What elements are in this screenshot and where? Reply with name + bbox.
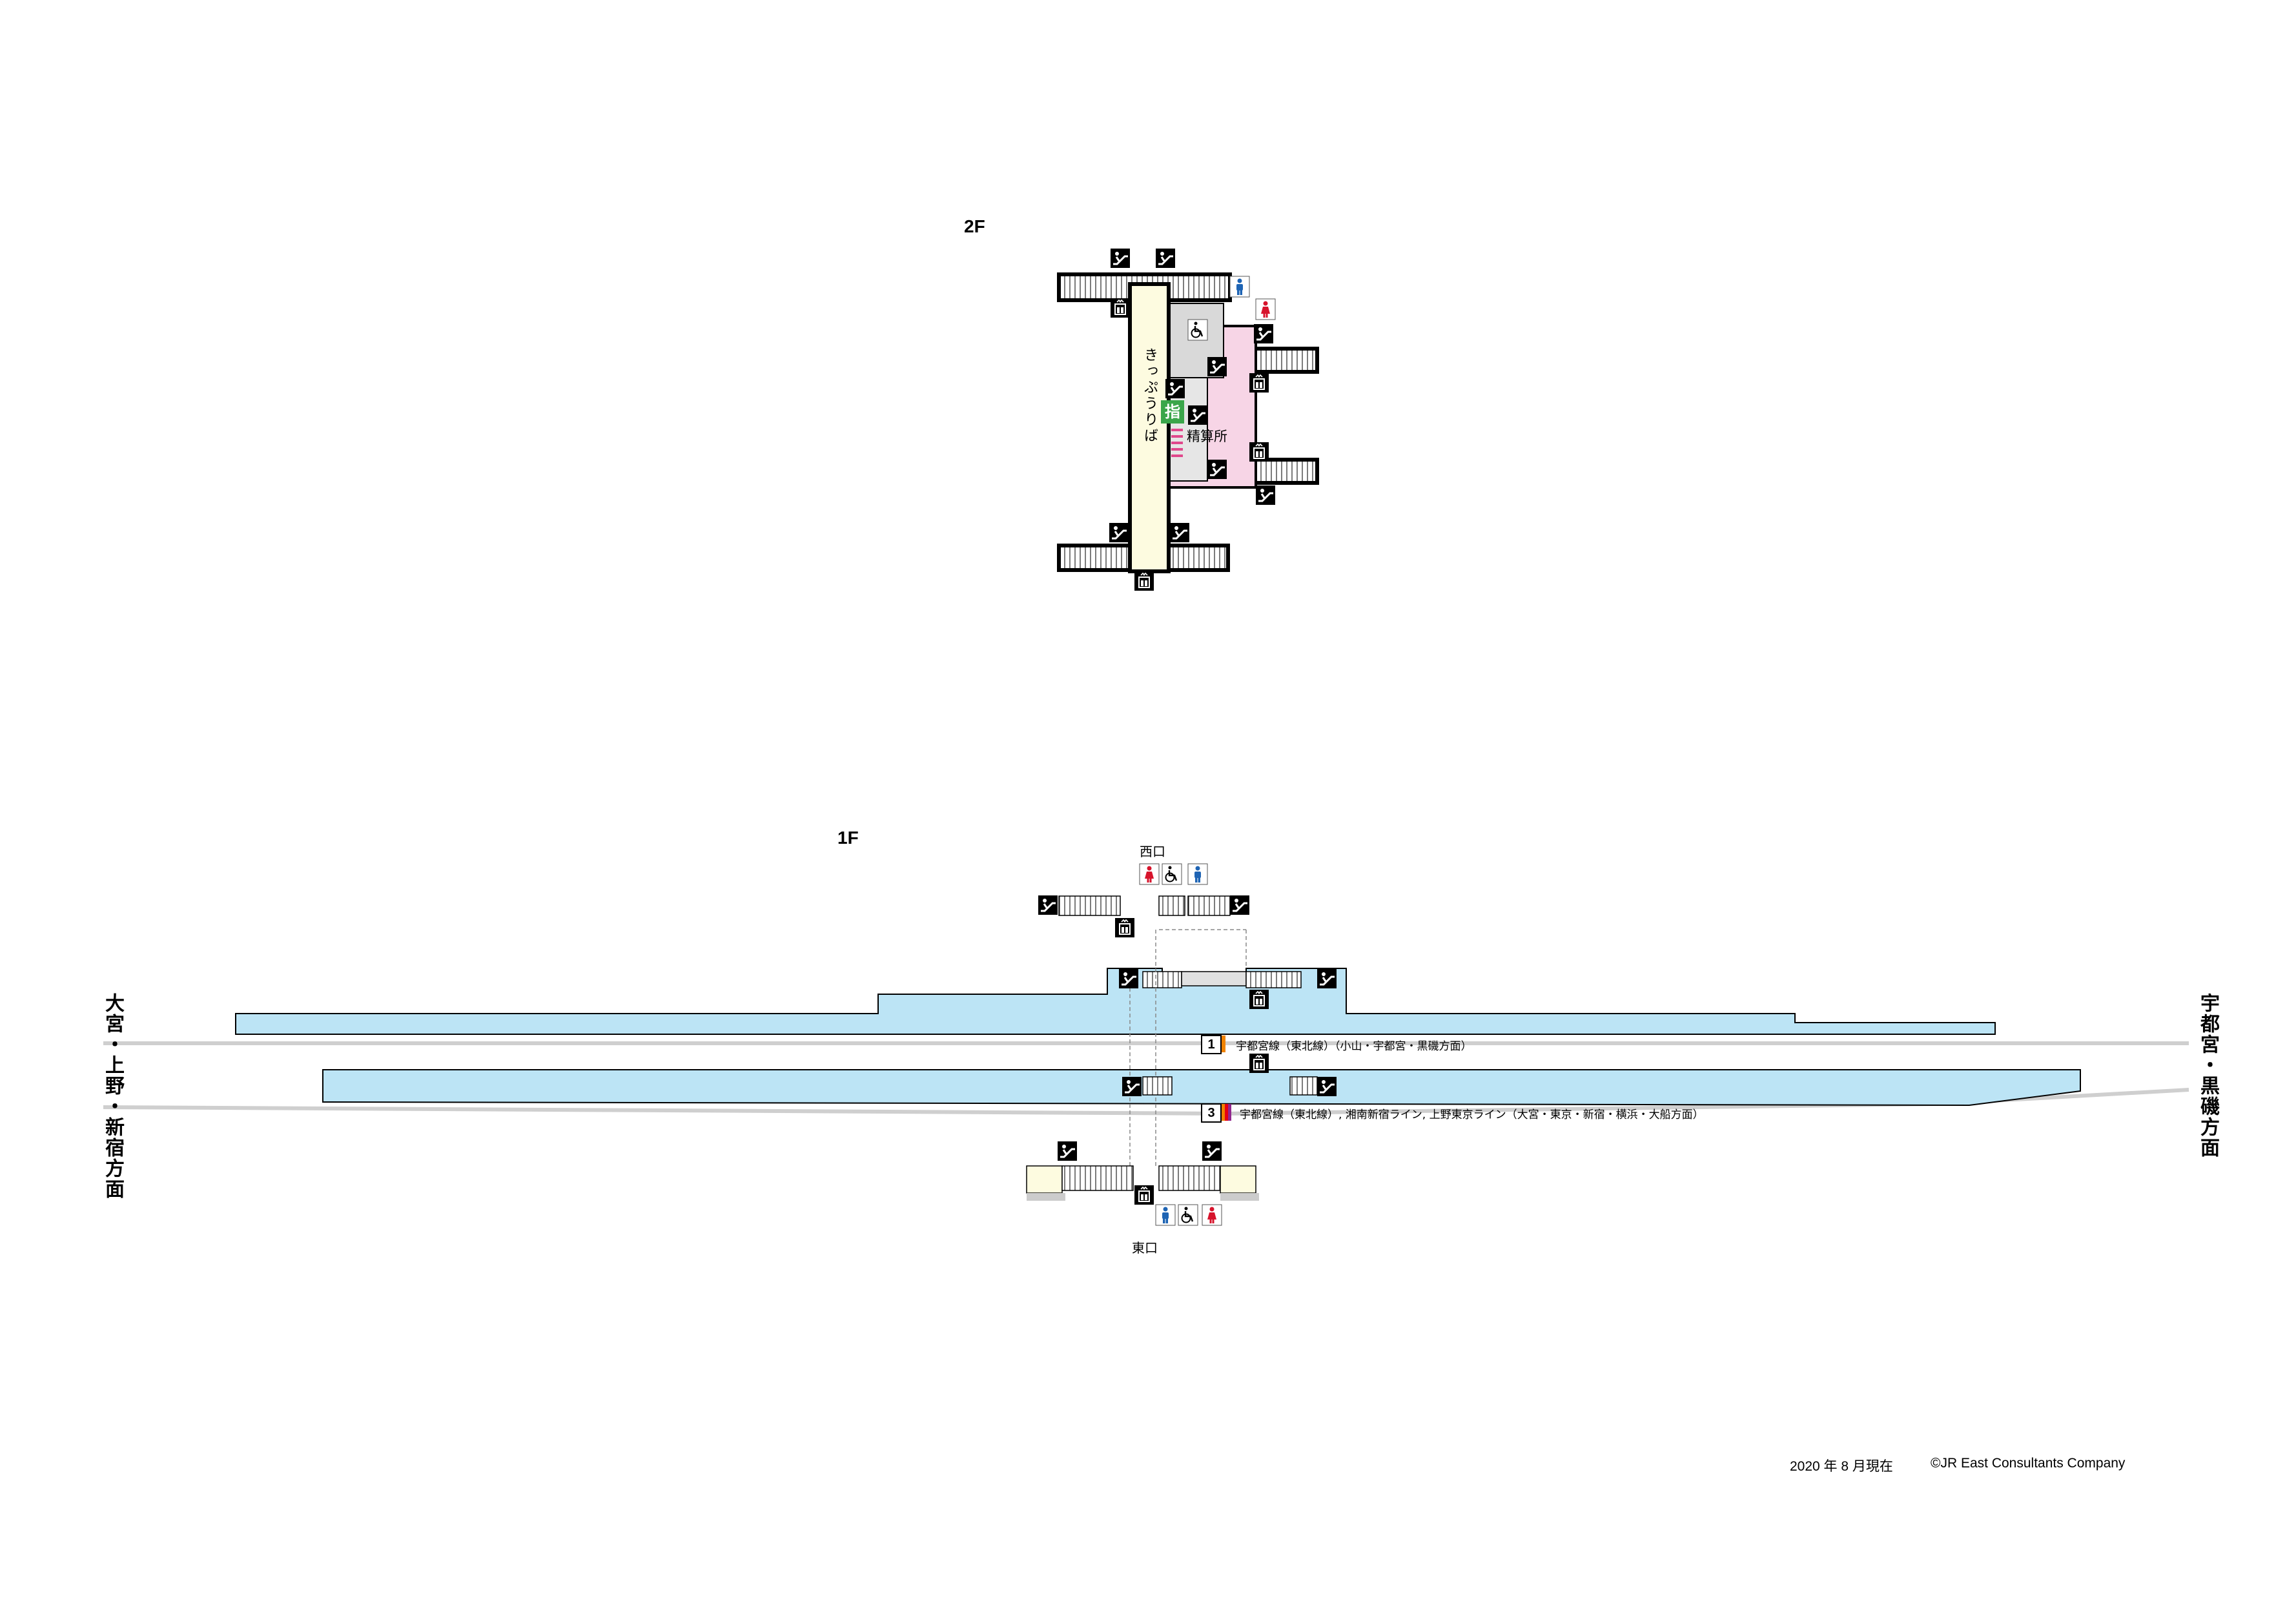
copyright-label: ©JR East Consultants Company bbox=[1931, 1456, 2126, 1471]
concourse-2f bbox=[1057, 247, 1319, 591]
stairs-icon bbox=[1061, 1165, 1134, 1191]
elevator-icon bbox=[1249, 989, 1269, 1010]
line-color-bar-3b bbox=[1225, 1104, 1228, 1121]
stairs-icon bbox=[1158, 1165, 1221, 1191]
elevator-icon bbox=[1134, 1185, 1154, 1205]
toilet-men-icon bbox=[1155, 1204, 1176, 1226]
escalator-icon bbox=[1229, 894, 1251, 916]
elevator-icon bbox=[1249, 373, 1269, 393]
escalator-icon bbox=[1206, 356, 1228, 378]
escalator-icon bbox=[1121, 1076, 1143, 1097]
stairs-icon bbox=[1142, 971, 1182, 988]
stairs-icon bbox=[1158, 895, 1185, 916]
toilet-men-icon bbox=[1229, 276, 1250, 298]
elevator-icon bbox=[1249, 442, 1269, 462]
stairs-icon bbox=[1142, 1076, 1173, 1096]
escalator-icon bbox=[1108, 522, 1130, 544]
escalator-icon bbox=[1037, 894, 1059, 916]
platform-line-text-1: 宇都宮線（東北線）（小山・宇都宮・黒磯方面） bbox=[1236, 1040, 1472, 1053]
toilet-women-icon bbox=[1255, 298, 1276, 320]
platform-2-3 bbox=[322, 1069, 2081, 1107]
toilet-women-icon bbox=[1202, 1204, 1222, 1226]
toilet-women-icon bbox=[1139, 863, 1160, 885]
fare-adjustment-label: 精算所 bbox=[1187, 429, 1227, 444]
stairs-icon bbox=[1187, 895, 1231, 916]
platform-number-3: 3 bbox=[1201, 1103, 1222, 1123]
stairs-icon bbox=[1245, 971, 1302, 988]
escalator-icon bbox=[1253, 323, 1275, 345]
ticket-walkway-label: きっぷうりば bbox=[1142, 347, 1158, 444]
escalator-icon bbox=[1109, 247, 1131, 269]
fare-gates bbox=[1171, 429, 1183, 457]
escalator-icon bbox=[1056, 1140, 1078, 1162]
elevator-icon bbox=[1114, 917, 1135, 938]
east-shadow bbox=[1027, 1193, 1259, 1201]
toilet-men-icon bbox=[1187, 863, 1208, 885]
elevator-icon bbox=[1249, 1053, 1269, 1074]
line-color-bar-1 bbox=[1222, 1036, 1225, 1052]
east-building bbox=[1026, 1165, 1063, 1194]
east-building bbox=[1220, 1165, 1256, 1194]
stairs-icon bbox=[1289, 1076, 1318, 1096]
date-label: 2020 年 8 月現在 bbox=[1790, 1459, 1893, 1474]
east-exit-label: 東口 bbox=[1132, 1240, 1158, 1256]
reserved-ticket-office-icon: 指 bbox=[1161, 400, 1184, 424]
line-color-bar-3c bbox=[1228, 1104, 1231, 1121]
accessible-toilet-icon bbox=[1177, 1203, 1199, 1227]
passage bbox=[1181, 971, 1247, 986]
escalator-icon bbox=[1169, 522, 1191, 544]
escalator-icon bbox=[1316, 1076, 1338, 1097]
ticket-machine-icon bbox=[1164, 378, 1186, 400]
line-color-bar-3a bbox=[1222, 1104, 1225, 1121]
escalator-icon bbox=[1118, 968, 1140, 990]
stairs-icon bbox=[1058, 895, 1121, 916]
elevator-icon bbox=[1134, 571, 1154, 591]
direction-right: 宇都宮・黒磯方面 bbox=[2197, 993, 2219, 1158]
elevator-icon bbox=[1110, 298, 1131, 318]
escalator-icon bbox=[1316, 968, 1338, 990]
accessible-toilet-icon bbox=[1161, 863, 1183, 886]
floor-label-2f: 2F bbox=[964, 216, 985, 236]
escalator-icon bbox=[1154, 247, 1176, 269]
accessible-toilet-icon bbox=[1187, 318, 1209, 342]
platform-number-1: 1 bbox=[1201, 1035, 1222, 1054]
escalator-icon bbox=[1255, 484, 1276, 506]
west-exit-label: 西口 bbox=[1140, 844, 1165, 859]
platform-line-text-3: 宇都宮線（東北線）, 湘南新宿ライン, 上野東京ライン（大宮・東京・新宿・横浜・… bbox=[1240, 1108, 1704, 1121]
escalator-icon bbox=[1206, 458, 1228, 480]
escalator-icon bbox=[1201, 1140, 1223, 1162]
underpass bbox=[1129, 929, 1247, 1169]
escalator-icon bbox=[1187, 404, 1209, 426]
platform-1 bbox=[235, 968, 1996, 1035]
direction-left: 大宮・上野・新宿方面 bbox=[101, 993, 124, 1199]
floor-label-1f: 1F bbox=[837, 828, 859, 848]
track-3 bbox=[103, 1088, 2189, 1116]
ticket-walkway bbox=[1128, 282, 1171, 573]
